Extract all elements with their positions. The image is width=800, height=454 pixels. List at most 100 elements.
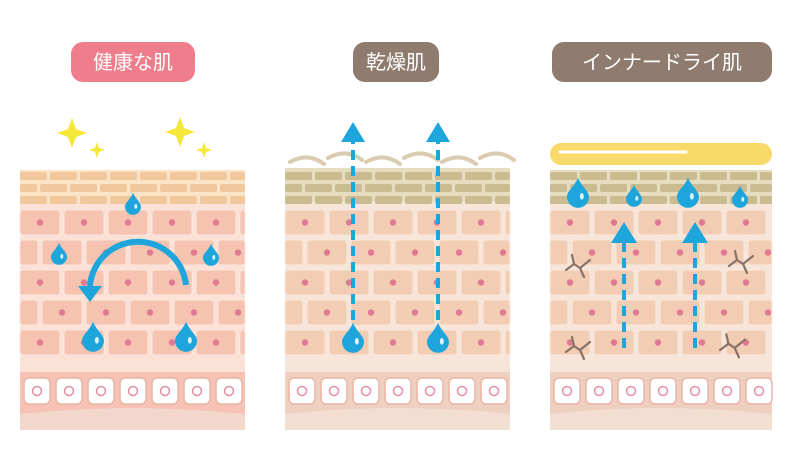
cell-nucleus <box>411 249 419 256</box>
cell-nucleus <box>389 339 397 346</box>
cell-nucleus <box>301 219 309 226</box>
cell-nucleus <box>296 385 308 397</box>
cell-nucleus <box>499 249 507 256</box>
cell-nucleus <box>124 219 132 226</box>
cell-nucleus <box>58 309 66 316</box>
cell-nucleus <box>676 249 684 256</box>
epidermis-cells <box>549 209 773 356</box>
cell-nucleus <box>720 309 728 316</box>
cell-nucleus <box>190 249 198 256</box>
inner-dry-skin-label: インナードライ肌 <box>552 42 772 82</box>
skin-crack-icon <box>564 335 592 361</box>
cell-nucleus <box>36 279 44 286</box>
skin-cell <box>504 269 511 296</box>
skin-cell <box>747 299 773 326</box>
skin-cell <box>217 299 246 326</box>
skin-crack-icon <box>564 253 592 279</box>
water-droplet-icon <box>125 192 141 215</box>
cell-nucleus <box>610 279 618 286</box>
skin-cell <box>549 299 569 326</box>
cell-nucleus <box>753 385 765 397</box>
arrowhead-icon <box>682 222 708 243</box>
water-droplet-icon <box>51 242 67 265</box>
arrowhead-icon <box>611 222 637 243</box>
cell-nucleus <box>36 219 44 226</box>
water-droplet-icon <box>175 321 198 352</box>
water-droplet-icon <box>677 177 699 208</box>
skin-flake <box>364 155 402 166</box>
stratum-corneum-layer <box>285 172 510 204</box>
arrowhead-icon <box>426 122 450 142</box>
cell-nucleus <box>721 385 733 397</box>
skin-cell <box>239 329 246 356</box>
cell-nucleus <box>455 309 463 316</box>
basal-cells <box>553 377 773 405</box>
cell-nucleus <box>698 339 706 346</box>
skin-cell <box>19 299 39 326</box>
cell-nucleus <box>424 385 436 397</box>
cell-nucleus <box>212 219 220 226</box>
cell-nucleus <box>389 219 397 226</box>
cell-nucleus <box>477 279 485 286</box>
cell-nucleus <box>588 249 596 256</box>
water-droplet-icon <box>427 322 449 353</box>
water-droplet-icon <box>567 177 589 208</box>
healthy-skin-panel <box>19 117 246 430</box>
cell-nucleus <box>698 279 706 286</box>
water-droplet-icon <box>626 184 642 207</box>
skin-cell <box>549 239 569 266</box>
cell-nucleus <box>654 279 662 286</box>
skin-cell <box>504 329 511 356</box>
cell-nucleus <box>301 279 309 286</box>
moisture-cycle-arrow <box>86 238 189 296</box>
skin-flake <box>440 155 478 166</box>
healthy-skin-label: 健康な肌 <box>71 42 195 82</box>
cell-nucleus <box>36 339 44 346</box>
epidermis-cells <box>284 209 511 356</box>
dry-skin-label: 乾燥肌 <box>353 42 439 82</box>
cell-nucleus <box>764 309 772 316</box>
cell-nucleus <box>31 385 43 397</box>
cell-nucleus <box>146 249 154 256</box>
stratum-corneum-layer <box>550 172 772 204</box>
cell-nucleus <box>499 309 507 316</box>
cell-nucleus <box>389 279 397 286</box>
basal-cells <box>288 377 508 405</box>
surface-oil-layer <box>550 143 772 165</box>
cell-nucleus <box>742 279 750 286</box>
epidermis-cells <box>19 209 246 356</box>
cell-nucleus <box>345 219 353 226</box>
cell-nucleus <box>223 385 235 397</box>
cell-nucleus <box>367 309 375 316</box>
arrowhead-icon <box>78 286 102 302</box>
cell-nucleus <box>588 309 596 316</box>
cell-nucleus <box>392 385 404 397</box>
stratum-corneum-layer <box>20 172 245 204</box>
skin-cell <box>284 239 304 266</box>
cell-nucleus <box>168 279 176 286</box>
flaking-skin-edges <box>288 151 516 166</box>
cell-nucleus <box>566 339 574 346</box>
cell-nucleus <box>360 385 372 397</box>
cell-nucleus <box>698 219 706 226</box>
cell-nucleus <box>146 309 154 316</box>
cell-nucleus <box>168 219 176 226</box>
cell-nucleus <box>191 385 203 397</box>
cell-nucleus <box>456 385 468 397</box>
skin-crack-icon <box>727 249 755 275</box>
water-droplet-icon <box>82 321 104 352</box>
water-droplet-icon <box>732 185 748 208</box>
skin-cell <box>284 299 304 326</box>
cell-nucleus <box>455 249 463 256</box>
cell-nucleus <box>328 385 340 397</box>
cell-nucleus <box>212 339 220 346</box>
skin-crack-icon <box>718 333 747 359</box>
cell-nucleus <box>689 385 701 397</box>
skin-flake <box>326 151 364 162</box>
sparkle-icon <box>57 118 87 148</box>
cell-nucleus <box>477 339 485 346</box>
cell-nucleus <box>234 309 242 316</box>
skin-cell <box>217 239 246 266</box>
skin-cell <box>239 269 246 296</box>
skin-flake <box>402 151 440 162</box>
